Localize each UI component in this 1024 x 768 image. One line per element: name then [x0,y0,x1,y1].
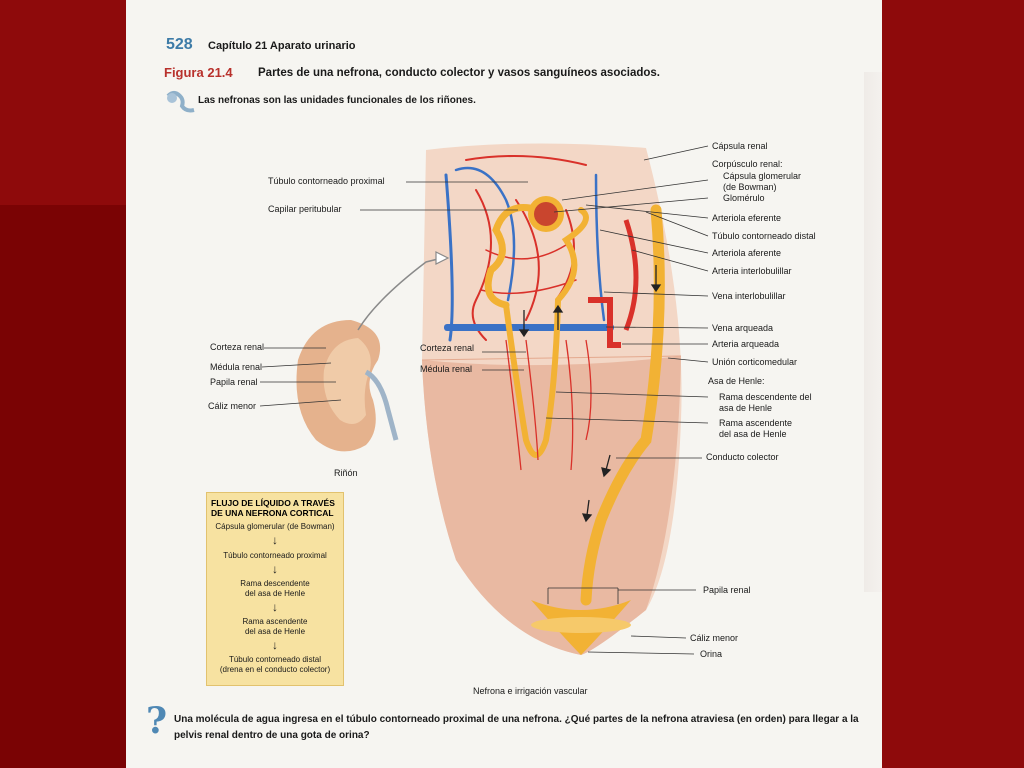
right-label-leaders [545,145,709,655]
question-mark-icon: ? [146,700,168,742]
nephron-illustration [259,143,709,656]
arcuate-artery [588,297,621,348]
label-interlobular-vein: Vena interlobulillar [712,291,786,301]
label-renal-capsule: Cápsula renal [712,141,768,151]
interlobular-artery [623,219,639,331]
kidney-label-cortex: Corteza renal [210,342,265,352]
label-cortex: Corteza renal [420,343,475,353]
label-urine: Orina [700,649,723,659]
background-shadow [0,205,126,768]
medulla-region [422,356,681,655]
label-ascending-limb-2: del asa de Henle [719,429,787,439]
vasa-recta [505,339,592,471]
label-glomerular-capsule-1: Cápsula glomerular [723,171,802,181]
corticomedullary-line [421,355,682,361]
flow-step: Túbulo contorneado distal (drena en el c… [219,655,331,674]
chapter-title: Capítulo 21 Aparato urinario [208,40,356,52]
label-proximal-tubule: Túbulo contorneado proximal [268,176,385,186]
minor-calyx [531,617,631,633]
down-arrow-icon: ↓ [272,533,278,547]
label-afferent-arteriole: Arteriola aferente [712,248,782,258]
flow-step: Rama ascendente del asa de Henle [242,617,308,636]
flow-box-heading: FLUJO DE LÍQUIDO A TRAVÉS DE UNA NEFRONA… [211,498,335,518]
label-corticomedullary-junction: Unión corticomedular [712,357,798,367]
kidney-label-calyx: Cáliz menor [208,401,257,411]
label-arcuate-vein: Vena arqueada [712,323,774,333]
textbook-page: 528 Capítulo 21 Aparato urinario Figura … [126,0,882,768]
label-ascending-limb-1: Rama ascendente [719,418,793,428]
kidney-caption: Riñón [334,468,358,478]
flow-step: Túbulo contorneado proximal [223,551,327,560]
label-arcuate-artery: Arteria arqueada [712,339,780,349]
label-renal-papilla: Papila renal [703,585,751,595]
label-efferent-arteriole: Arteriola eferente [712,213,782,223]
label-medulla: Médula renal [420,364,473,374]
figure-label: Figura 21.4 [164,65,233,80]
page-number: 528 [166,36,193,53]
glomerulus [534,202,558,226]
figure-title: Partes de una nefrona, conducto colector… [258,67,660,79]
arcuate-vein [444,324,614,331]
label-descending-limb-2: asa de Henle [719,403,773,413]
label-interlobular-artery: Arteria interlobulillar [712,266,792,276]
fluid-flow-box: FLUJO DE LÍQUIDO A TRAVÉS DE UNA NEFRONA… [206,492,344,686]
label-glomerular-capsule-2: (de Bowman) [723,182,777,192]
figure-caption: Nefrona e irrigación vascular [473,686,588,696]
nephron-icon [166,91,195,113]
label-distal-tubule: Túbulo contorneado distal [712,231,816,241]
down-arrow-icon: ↓ [272,562,278,576]
down-arrow-icon: ↓ [272,600,278,614]
kidney-label-papilla: Papila renal [210,377,258,387]
left-label-leaders [259,181,528,407]
down-arrow-icon: ↓ [272,638,278,652]
label-minor-calyx: Cáliz menor [690,633,739,643]
zoom-arrow-head [435,251,450,265]
flow-step: Rama descendente del asa de Henle [240,579,310,598]
flow-step: Cápsula glomerular (de Bowman) [215,522,335,531]
kidney-label-medulla: Médula renal [210,362,263,372]
flow-arrows [518,265,662,523]
kidney-illustration [296,320,399,452]
label-loop-of-henle: Asa de Henle: [708,376,765,386]
figure-subtitle: Las nefronas son las unidades funcionale… [198,95,476,106]
review-question: Una molécula de agua ingresa en el túbul… [174,714,859,741]
label-renal-corpuscle: Corpúsculo renal: [712,159,783,169]
label-collecting-duct: Conducto colector [706,452,779,462]
label-descending-limb-1: Rama descendente del [719,392,812,402]
label-glomerulus: Glomérulo [723,193,765,203]
adjacent-page-edge [864,72,882,592]
zoom-arrow [357,257,443,331]
label-peritubular-capillary: Capilar peritubular [268,204,342,214]
